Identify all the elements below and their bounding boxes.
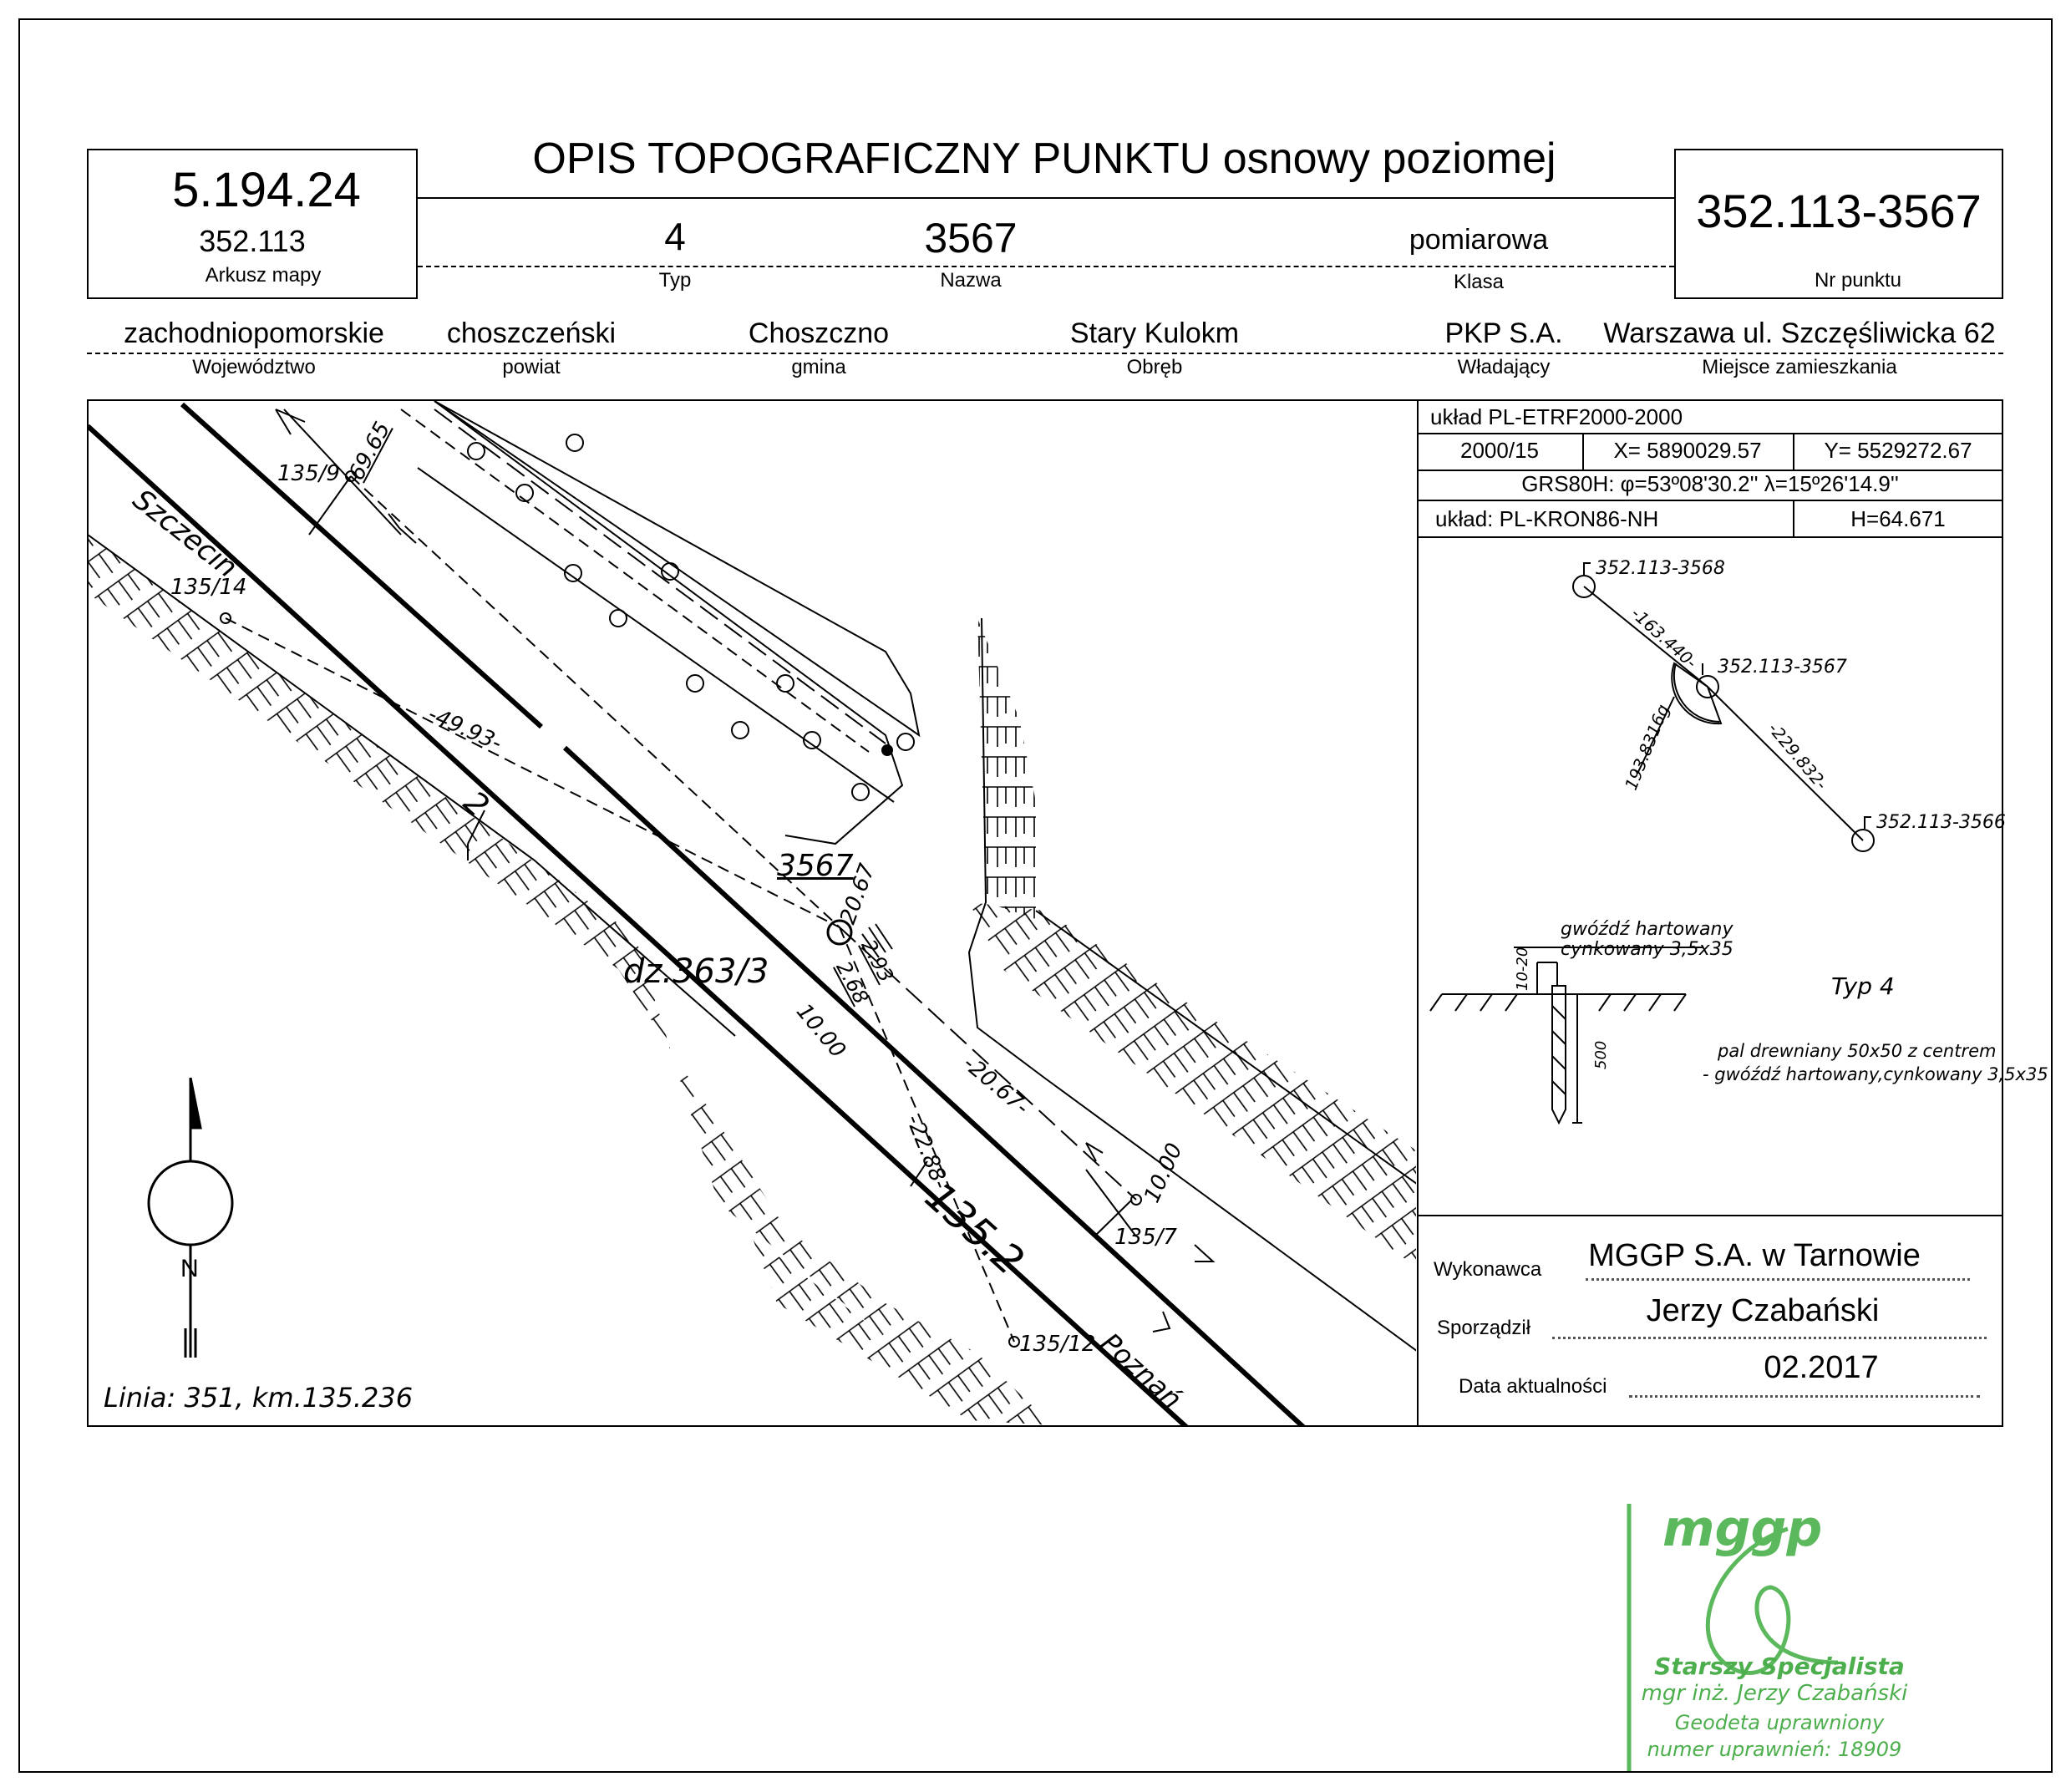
network-point-3568: 352.113-3568: [1596, 558, 1725, 579]
type-value: 4: [664, 215, 686, 258]
class-label: Klasa: [1453, 271, 1505, 293]
mark-desc-2: - gwóźdź hartowany,cynkowany 3,5x35: [1703, 1064, 2048, 1084]
name-value: 3567: [924, 215, 1018, 261]
county-value: choszczeński: [446, 317, 617, 349]
parcel-label: dz.363/3: [623, 952, 769, 991]
zone: 2000/15: [1460, 438, 1539, 463]
header-dashed-line: [418, 266, 1674, 267]
owner-value: PKP S.A.: [1444, 317, 1563, 349]
line-km-label: Linia: 351, km.135.236: [104, 1382, 414, 1414]
document-title: OPIS TOPOGRAFICZNY PUNKTU osnowy poziome…: [532, 135, 1556, 183]
footer-divider: [1417, 1215, 2003, 1216]
point-number-value: 352.113-3567: [1696, 185, 1982, 237]
stamp-line-3: Geodeta uprawniony: [1674, 1711, 1885, 1734]
mark-desc-1: pal drewniany 50x50 z centrem: [1718, 1041, 1997, 1061]
sheet-border: [18, 18, 2053, 1773]
main-frame: [87, 399, 2003, 1427]
nail-desc-2: cynkowany 3,5x35: [1561, 939, 1733, 960]
label-135-9: 135/9: [277, 461, 340, 486]
contractor-value: MGGP S.A. w Tarnowie: [1588, 1238, 1921, 1273]
point-number-box: [1674, 149, 2003, 299]
network-point-3566: 352.113-3566: [1876, 812, 2006, 833]
dim-length: 500: [1592, 1040, 1610, 1069]
prepared-by-value: Jerzy Czabański: [1646, 1293, 1880, 1328]
name-label: Nazwa: [940, 269, 1002, 292]
coord-system-1: układ PL-ETRF2000-2000: [1430, 404, 1683, 429]
mark-type: Typ 4: [1831, 972, 1895, 1000]
godlo-value: 5.194.24: [172, 163, 361, 217]
height-value: H=64.671: [1850, 506, 1946, 531]
county-label: powiat: [502, 356, 561, 378]
geodetic-coords: GRS80H: φ=53º08'30.2'' λ=15º26'14.9'': [1521, 471, 1899, 496]
date-value: 02.2017: [1764, 1350, 1879, 1385]
point-number-label: Nr punktu: [1814, 269, 1902, 292]
sheet-label: Arkusz mapy: [205, 264, 322, 287]
type-label: Typ: [658, 269, 692, 292]
lower-embankment-hatch: [88, 535, 1053, 1425]
commune-label: gmina: [791, 356, 846, 378]
coord-system-2: układ: PL-KRON86-NH: [1435, 506, 1659, 531]
dim-depth: 10-20: [1514, 947, 1531, 991]
stamp-logo: mggp: [1662, 1500, 1822, 1558]
contractor-label: Wykonawca: [1434, 1258, 1542, 1281]
point-label-3567: 3567: [777, 849, 854, 883]
sheet-number: 352.113: [199, 224, 306, 258]
stamp-line-4: numer uprawnień: 18909: [1647, 1738, 1902, 1761]
nail-desc-1: gwóźdź hartowany: [1561, 919, 1733, 940]
prepared-by-label: Sporządził: [1437, 1317, 1531, 1339]
track-2: [180, 402, 1306, 1425]
stamp-line-1: Starszy Specjalista: [1654, 1652, 1905, 1680]
building-blocks: [417, 401, 915, 845]
commune-value: Choszczno: [748, 317, 890, 349]
label-135-7: 135/7: [1114, 1225, 1177, 1250]
network-diagram: [1429, 562, 1875, 1125]
precinct-value: Stary Kulokm: [1069, 317, 1240, 349]
date-label: Data aktualności: [1459, 1375, 1607, 1398]
title-underline: [418, 197, 1674, 199]
coord-x: X= 5890029.57: [1613, 438, 1762, 463]
owner-label: Władający: [1457, 356, 1551, 378]
upper-embankment-hatch: [969, 902, 1416, 1267]
coord-y: Y= 5529272.67: [1824, 438, 1972, 463]
network-point-3567: 352.113-3567: [1718, 657, 1847, 678]
class-value: pomiarowa: [1409, 224, 1549, 256]
voivodeship-label: Województwo: [192, 356, 316, 378]
track-1: [88, 424, 1189, 1425]
residence-value: Warszawa ul. Szczęśliwicka 62: [1603, 317, 1996, 349]
label-135-14: 135/14: [170, 575, 247, 600]
main-divider: [1417, 399, 1419, 1427]
surveyor-stamp: mggp: [1627, 1500, 1839, 1771]
survey-point-3567: [826, 919, 853, 946]
voivodeship-value: zachodniopomorskie: [124, 317, 384, 349]
admin-dashed-line: [87, 353, 2003, 354]
map-sheet-box: [87, 149, 418, 299]
residence-label: Miejsce zamieszkania: [1702, 356, 1897, 378]
north-arrow-icon: [147, 1077, 234, 1358]
north-label: N: [180, 1255, 199, 1282]
label-135-12: 135/12: [1019, 1332, 1096, 1357]
stamp-line-2: mgr inż. Jerzy Czabański: [1641, 1681, 1908, 1706]
precinct-label: Obręb: [1126, 356, 1183, 378]
